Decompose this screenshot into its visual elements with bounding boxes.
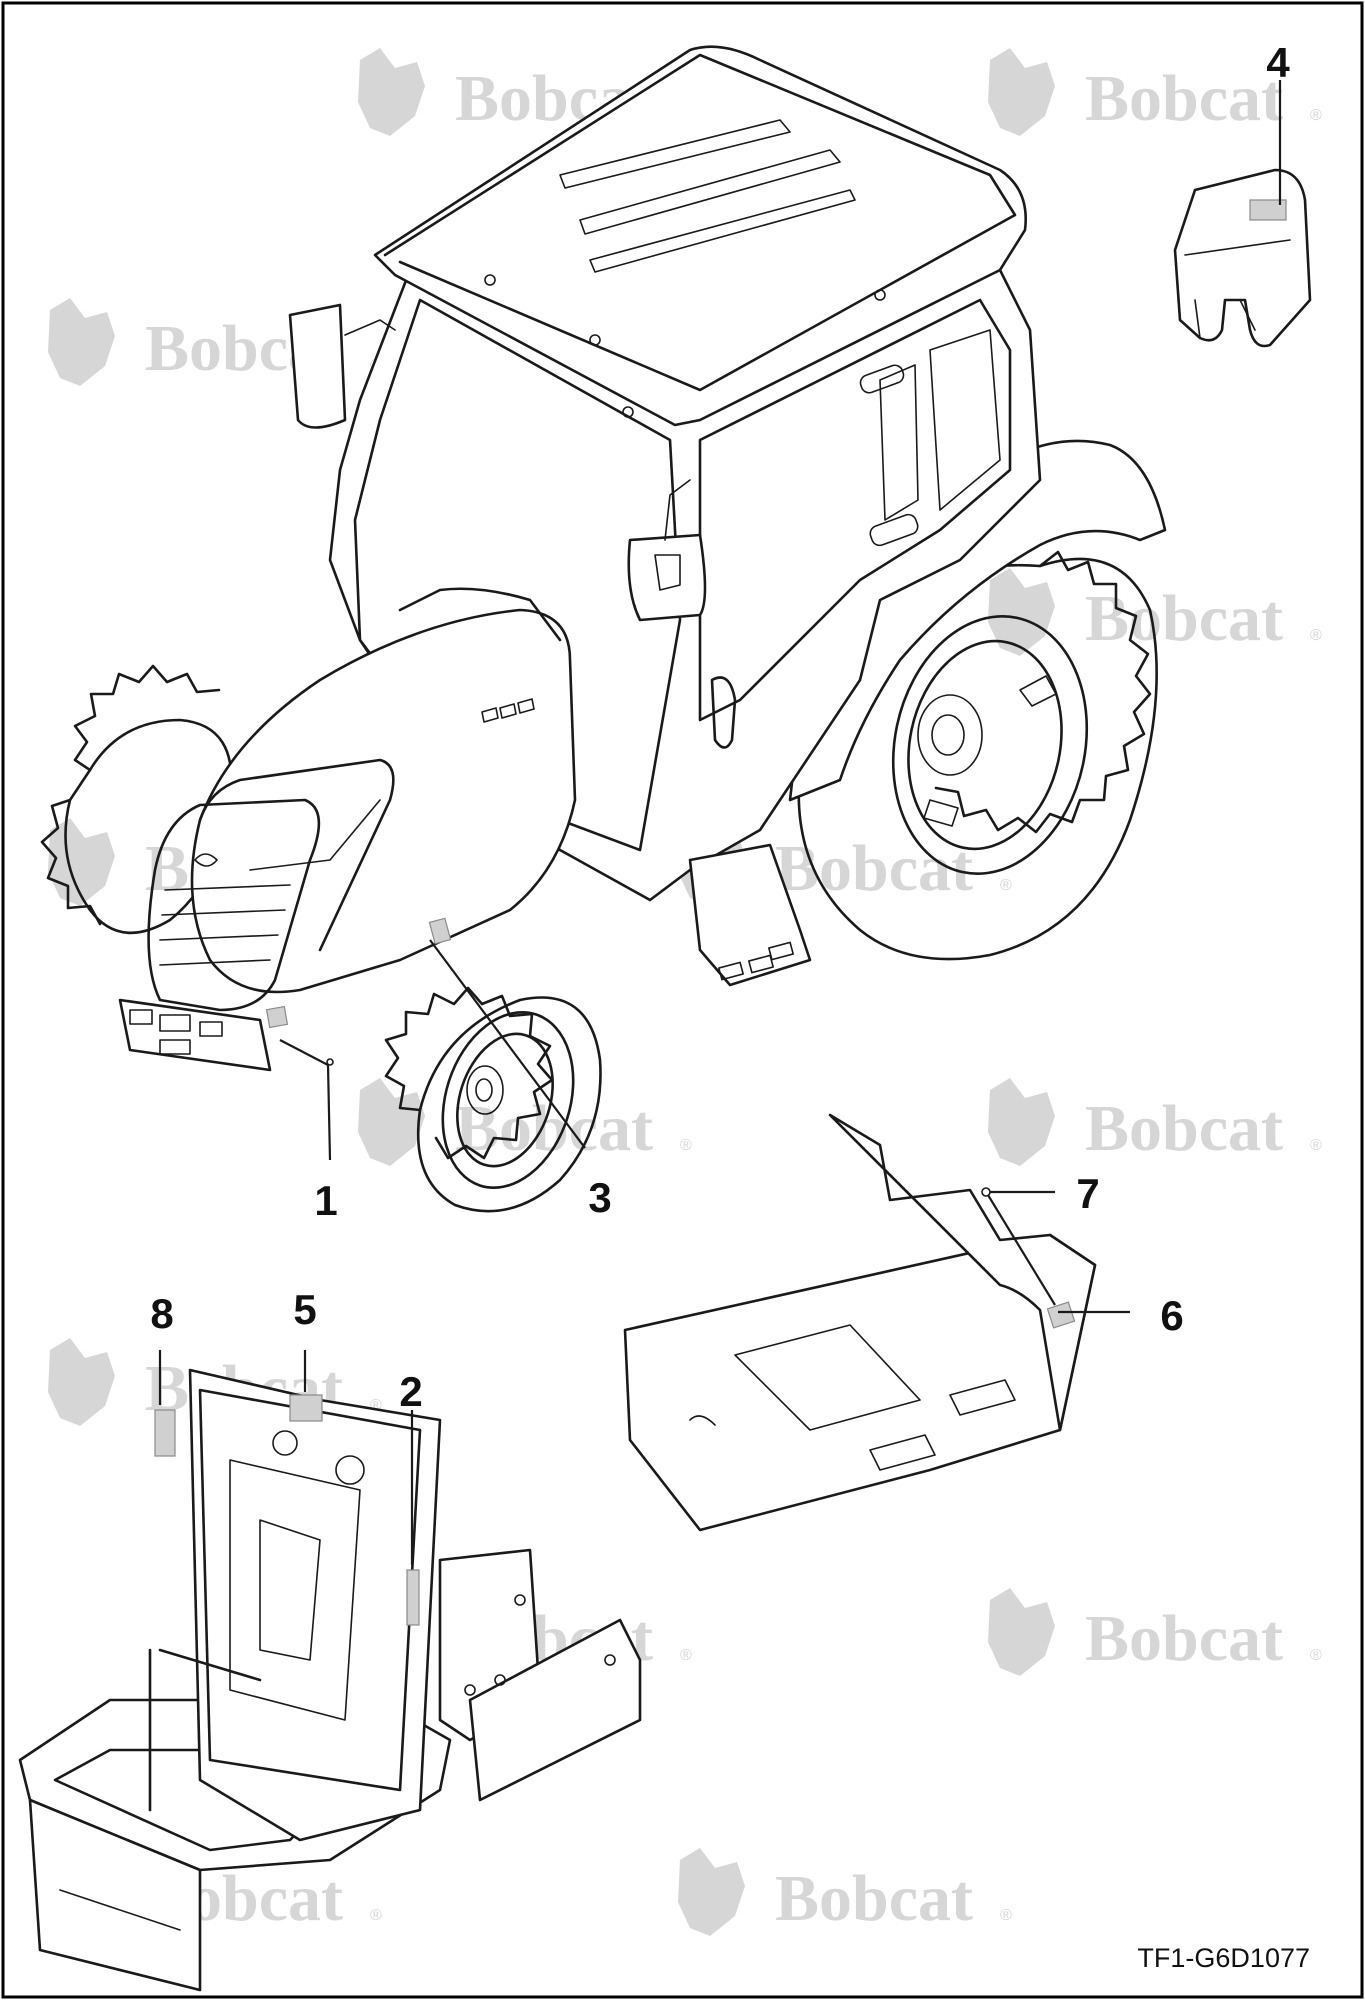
bobcat-logo-icon xyxy=(48,1338,115,1426)
bobcat-logo-icon xyxy=(48,818,115,906)
callout-2: 2 xyxy=(399,1368,422,1415)
watermark-text: Bobcat xyxy=(775,832,973,905)
decal-5-location xyxy=(289,1394,323,1422)
watermark-registered-mark: ® xyxy=(1000,877,1012,894)
bobcat-logo-icon xyxy=(358,48,425,136)
bobcat-watermark: Bobcat ® xyxy=(678,1848,1012,1936)
right-mirror xyxy=(627,533,707,622)
front-right-wheel xyxy=(384,986,602,1213)
bobcat-logo-icon xyxy=(988,1588,1055,1676)
part-4-cover xyxy=(1173,168,1312,348)
watermark-text: Bobcat xyxy=(775,1862,973,1935)
grille xyxy=(147,798,321,1012)
bobcat-logo-icon xyxy=(988,568,1055,656)
bobcat-watermark: Bobcat ® xyxy=(988,48,1322,136)
watermark-text: Bobcat xyxy=(1085,1602,1283,1675)
bobcat-logo-icon xyxy=(48,298,115,386)
watermark-registered-mark: ® xyxy=(680,1647,692,1664)
watermark-registered-mark: ® xyxy=(1310,107,1322,124)
watermark-registered-mark: ® xyxy=(680,1137,692,1154)
tractor-illustration xyxy=(40,45,1167,1213)
watermark-registered-mark: ® xyxy=(370,1907,382,1924)
watermark-text: Bobcat xyxy=(1085,582,1283,655)
callout-3: 3 xyxy=(588,1174,611,1221)
decal-4-location xyxy=(1249,199,1287,221)
callout-4: 4 xyxy=(1266,39,1290,86)
decal-2-location xyxy=(406,1569,420,1626)
watermark-registered-mark: ® xyxy=(1000,1907,1012,1924)
bobcat-logo-icon xyxy=(988,48,1055,136)
bobcat-watermark: Bobcat ® xyxy=(988,1588,1322,1676)
bobcat-watermark: Bobcat ® xyxy=(988,568,1322,656)
callout-6: 6 xyxy=(1160,1292,1183,1339)
watermark-registered-mark: ® xyxy=(1310,627,1322,644)
watermark-registered-mark: ® xyxy=(1310,1137,1322,1154)
left-mirror xyxy=(288,303,347,429)
bobcat-logo-icon xyxy=(678,1848,745,1936)
callout-1: 1 xyxy=(314,1177,337,1224)
bobcat-logo-icon xyxy=(988,1078,1055,1166)
decal-1-location xyxy=(265,1005,289,1029)
watermark-text: Bobcat xyxy=(1085,62,1283,135)
watermark-registered-mark: ® xyxy=(1310,1647,1322,1664)
watermark-text: Bobcat xyxy=(1085,1092,1283,1165)
part-2-radiator-frame xyxy=(18,1368,642,1992)
decal-3-location xyxy=(428,917,452,945)
decal-8-item xyxy=(154,1409,176,1457)
bobcat-logo-icon xyxy=(358,1078,425,1166)
drawing-code: TF1-G6D1077 xyxy=(1137,1943,1310,1973)
part-6-floor-plate xyxy=(623,1113,1097,1532)
cab-step xyxy=(688,843,812,987)
callout-7: 7 xyxy=(1076,1170,1099,1217)
callout-5: 5 xyxy=(293,1286,316,1333)
front-bumper xyxy=(118,998,272,1072)
callout-8: 8 xyxy=(150,1290,173,1337)
cab-roof xyxy=(373,45,1027,427)
hood xyxy=(190,608,577,994)
leader-lines xyxy=(158,80,1282,1565)
bobcat-watermark: Bobcat ® xyxy=(988,1078,1322,1166)
